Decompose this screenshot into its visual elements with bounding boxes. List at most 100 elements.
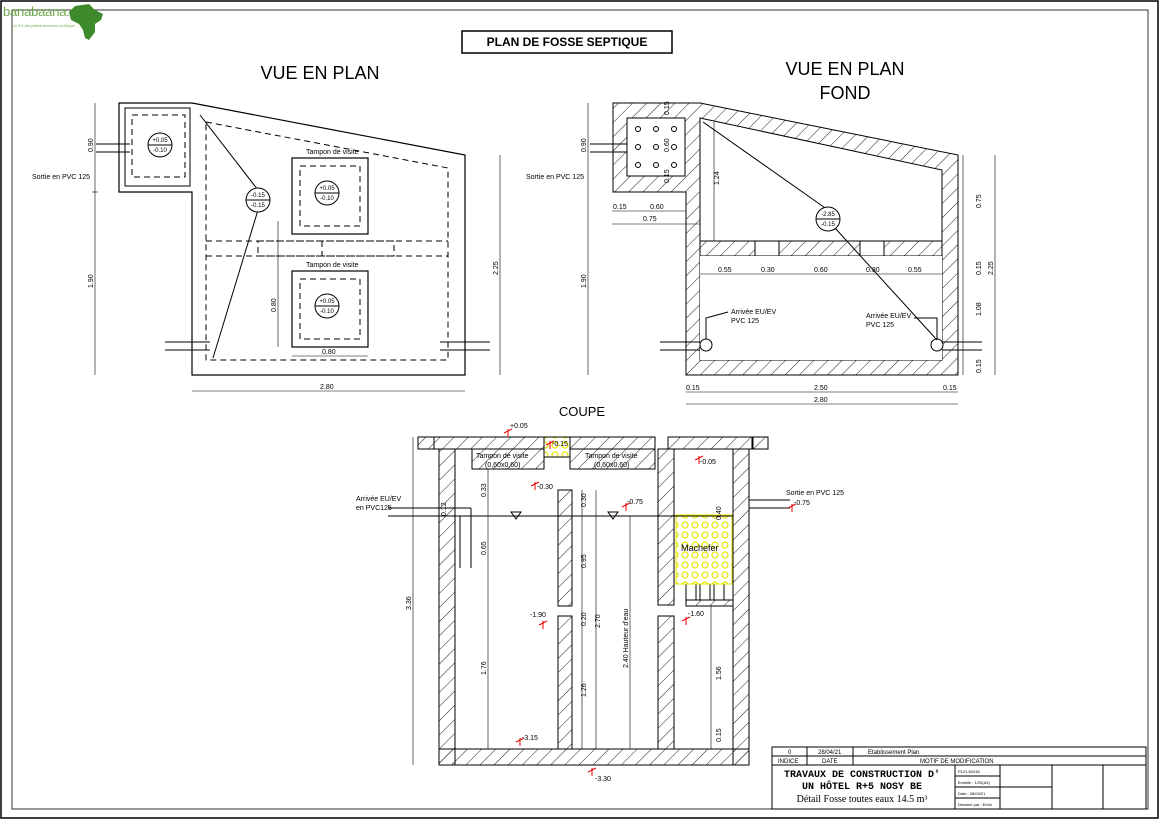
plan-sortie-label: Sortie en PVC 125	[32, 174, 90, 181]
coupe-dim-030: 0.30	[581, 493, 588, 507]
plan-lvl-3b: -0.10	[320, 196, 334, 202]
fond-dim-015a: 0.15	[613, 204, 627, 211]
title-box	[461, 30, 673, 54]
cart-row1-date: 28/04/21	[818, 750, 842, 756]
coupe-lvl-m315: -3.15	[522, 735, 538, 742]
fond-dim-190: 1.90	[581, 274, 588, 288]
fond-dim-b015b: 0.15	[943, 385, 957, 392]
fond-dim-s030b: 0.30	[866, 267, 880, 274]
coupe-lvl-m015: -0.15	[552, 441, 568, 448]
plan-tampon-1: Tampon de visite	[306, 149, 359, 156]
fond-dim-r015b: 0.15	[976, 359, 983, 373]
cart-meta-1: Echelle : 1/20(A3)	[958, 780, 990, 785]
plan-lvl-1a: +0.05	[152, 138, 168, 144]
plan-dim-080h: 0.80	[322, 349, 336, 356]
cart-meta-3: Dessiné par : Erich	[958, 802, 992, 807]
coupe-arrivee-l2: en PVC125	[356, 505, 392, 512]
plan-lvl-1b: -0.10	[153, 148, 167, 154]
coupe-level-markers	[503, 428, 797, 776]
coupe-lvl-m030: -0.30	[537, 484, 553, 491]
fond-dim-r225: 2.25	[988, 261, 995, 275]
cart-row2-motif: MOTIF DE MODIFICATION	[920, 759, 994, 765]
view-title-fond-l2: FOND	[820, 83, 871, 103]
coupe-dim-336: 3.36	[406, 596, 413, 610]
fond-dim-r015: 0.15	[976, 261, 983, 275]
coupe-arrivee-l1: Arrivée EU/EV	[356, 496, 401, 503]
view-title-coupe: COUPE	[559, 404, 606, 419]
fond-dim-124: 1.24	[714, 171, 721, 185]
fond-arrivee2-l1: Arrivée EU/EV	[866, 313, 911, 320]
plan-dim-080v: 0.80	[271, 298, 278, 312]
coupe-dim-270: 2.70	[595, 614, 602, 628]
coupe-tampon1-l2: (0,60x0,60)	[485, 462, 520, 469]
fond-lvl-a: -2.85	[821, 212, 835, 218]
coupe-dim-095: 0.95	[581, 554, 588, 568]
fond-dim-b015: 0.15	[686, 385, 700, 392]
plan-lvl-3a: +0.05	[319, 186, 335, 192]
cart-meta-2: Date : 28/04/21	[958, 791, 986, 796]
cart-project-l1: TRAVAUX DE CONSTRUCTION D'	[784, 769, 940, 781]
coupe-lvl-m190: -1.90	[530, 612, 546, 619]
coupe-sortie: Sortie en PVC 125	[786, 490, 844, 497]
coupe-dim-015: 0.15	[716, 728, 723, 742]
plan-dim-280: 2.80	[320, 384, 334, 391]
fond-dim-s055b: 0.55	[908, 267, 922, 274]
fond-dim-b250: 2.50	[814, 385, 828, 392]
fond-arrivee2-l2: PVC 125	[866, 322, 894, 329]
fond-arrivee-l1: Arrivée EU/EV	[731, 309, 776, 316]
fond-dim-060v: 0.60	[664, 138, 671, 152]
plan-level-markers	[147, 132, 340, 319]
coupe-lvl-m075: -0.75	[627, 499, 643, 506]
coupe-water-symbols	[510, 511, 619, 520]
cart-project-l2: UN HÔTEL R+5 NOSY BE	[802, 779, 922, 793]
coupe-dim-126: 1.26	[581, 683, 588, 697]
fond-grid-holes	[635, 126, 677, 168]
cart-row1-motif: Etablissement Plan	[868, 750, 919, 756]
plan-lvl-4a: +0.05	[319, 299, 335, 305]
coupe-tampon1-l1: Tampon de visite	[476, 453, 529, 460]
cart-row1-indice: 0	[788, 750, 792, 756]
plan-lvl-2b: -0.15	[251, 203, 265, 209]
plan-lvl-4b: -0.10	[320, 309, 334, 315]
inner-frame	[11, 9, 1149, 810]
plan-view	[92, 102, 501, 392]
coupe-dim-040: 0.40	[716, 506, 723, 520]
coupe-dim-033: 0.33	[481, 483, 488, 497]
fond-dim-r108: 1.08	[976, 302, 983, 316]
fond-dim-b280: 2.80	[814, 397, 828, 404]
cart-meta-0: P121.60418	[958, 769, 980, 774]
fond-dim-090: 0.90	[581, 138, 588, 152]
plan-dim-090: 0.90	[88, 138, 95, 152]
coupe-dim-176: 1.76	[481, 661, 488, 675]
fond-dim-015v: 0.15	[664, 169, 671, 183]
page-title: PLAN DE FOSSE SEPTIQUE	[487, 35, 648, 49]
fond-dim-r075: 0.75	[976, 194, 983, 208]
fond-dim-015top: 0.15	[664, 101, 671, 115]
coupe-machefer: Machefer	[681, 543, 719, 553]
brand-logo[interactable]: banabaana.com Le N°1 des petites annonce…	[3, 2, 103, 44]
fond-view	[587, 102, 996, 405]
africa-icon	[69, 4, 103, 40]
coupe-dim-156: 1.56	[716, 666, 723, 680]
cart-row2-indice: INDICE	[778, 759, 798, 765]
coupe-dim-065: 0.65	[481, 541, 488, 555]
coupe-dim-012: 0.12	[441, 502, 448, 516]
coupe-tampon2-l2: (0,60x0,60)	[594, 462, 629, 469]
coupe-lvl-m160: -1.60	[688, 611, 704, 618]
coupe-hauteur-eau: 2.40 Hauteur d'eau	[623, 609, 630, 668]
coupe-lvl-p005: +0.05	[510, 423, 528, 430]
cart-detail: Détail Fosse toutes eaux 14.5 m³	[797, 794, 928, 805]
plan-dim-190: 1.90	[88, 274, 95, 288]
title-block	[771, 746, 1147, 810]
plan-dim-225: 2.25	[493, 261, 500, 275]
plan-lvl-2a: -0.15	[251, 193, 265, 199]
coupe-lvl-m330: -3.30	[595, 776, 611, 783]
fond-sortie-label: Sortie en PVC 125	[526, 174, 584, 181]
fond-dim-s055: 0.55	[718, 267, 732, 274]
view-title-fond-l1: VUE EN PLAN	[785, 59, 904, 79]
coupe-lvl-m005: -0.05	[700, 459, 716, 466]
view-title-plan: VUE EN PLAN	[260, 63, 379, 83]
fond-dim-060: 0.60	[650, 204, 664, 211]
